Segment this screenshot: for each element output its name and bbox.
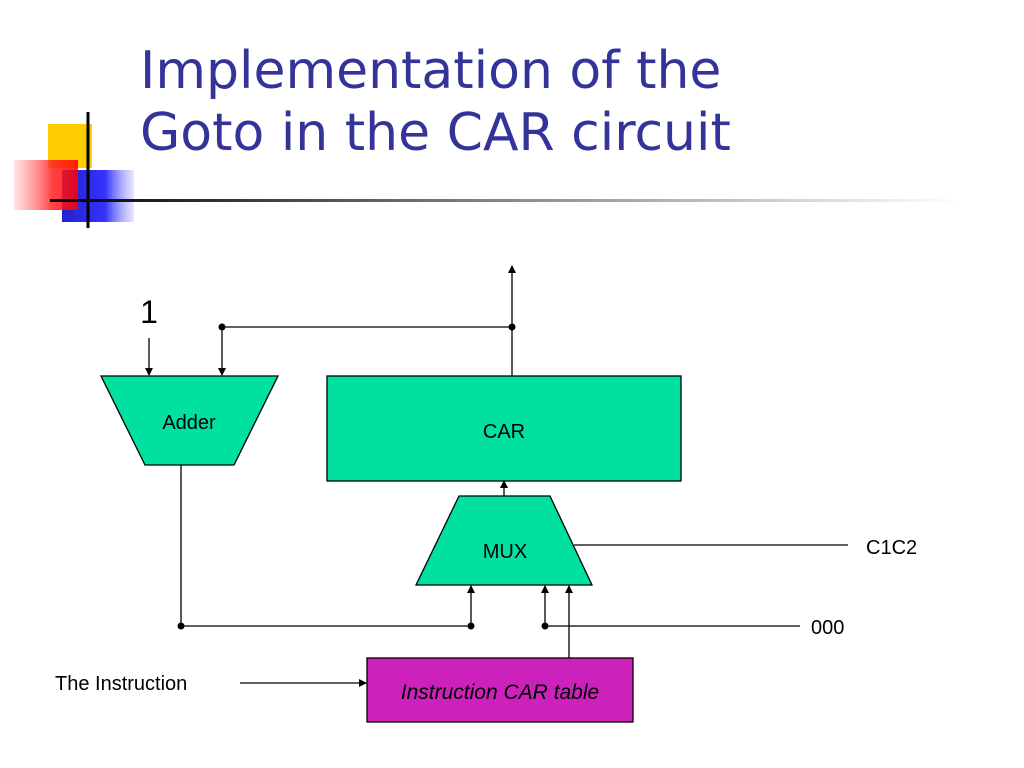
logo-red-square xyxy=(14,160,78,210)
instruction-car-table-block xyxy=(366,657,634,723)
instruction-label: The Instruction xyxy=(55,673,187,695)
mux-label: MUX xyxy=(483,541,527,563)
junction-dot xyxy=(508,323,516,331)
title-line-1: Implementation of the xyxy=(140,41,722,101)
junction-dot xyxy=(218,323,226,331)
constant-one-label: 1 xyxy=(140,294,158,330)
control-c1c2-label: C1C2 xyxy=(866,537,917,559)
junctions xyxy=(177,323,549,630)
slide-title: Implementation of the Goto in the CAR ci… xyxy=(140,40,1000,164)
mux-block xyxy=(414,495,594,586)
adder-block xyxy=(99,375,280,466)
adder-output-wire xyxy=(180,465,471,627)
car-label: CAR xyxy=(483,421,525,443)
zero-input-label: 000 xyxy=(811,617,844,639)
junction-dot xyxy=(177,622,185,630)
instruction-car-table-label: Instruction CAR table xyxy=(401,681,599,704)
title-line-2: Goto in the CAR circuit xyxy=(140,103,731,163)
decorative-logo xyxy=(14,112,134,228)
title-underline xyxy=(50,199,960,202)
junction-dot xyxy=(541,622,549,630)
car-register-block xyxy=(326,375,682,482)
adder-label: Adder xyxy=(162,412,216,434)
junction-dot xyxy=(467,622,475,630)
